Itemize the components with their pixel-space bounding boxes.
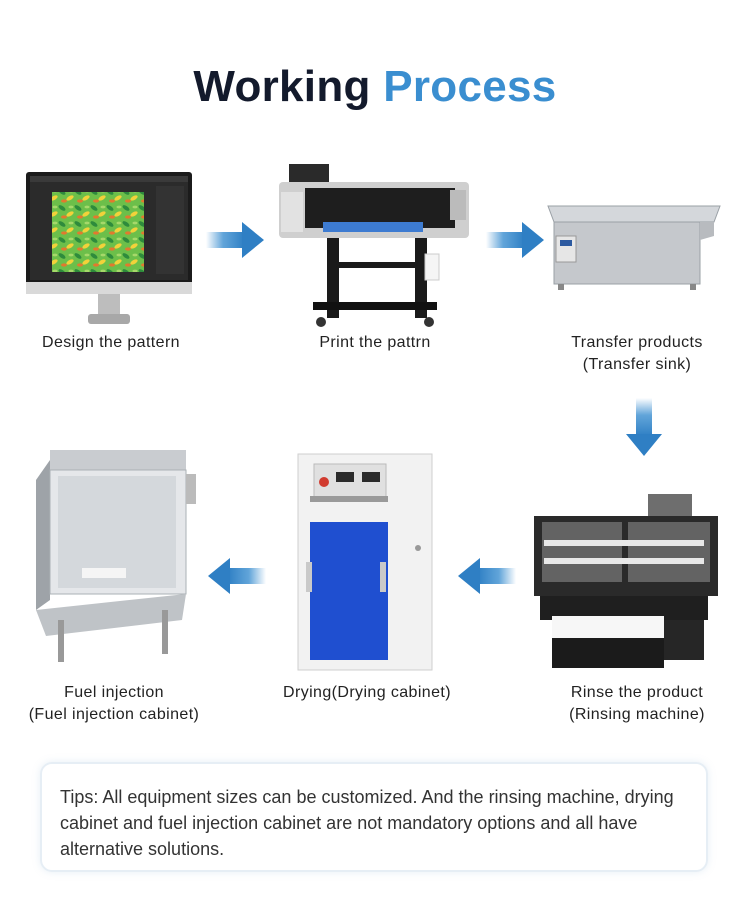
printer-image (279, 164, 469, 327)
title-word-working: Working (193, 62, 371, 111)
arrow-left-icon (458, 558, 516, 594)
step-label-rinse: Rinse the product (Rinsing machine) (569, 684, 705, 723)
page-title: Working Process (0, 62, 750, 112)
step-label-design: Design the pattern (42, 334, 180, 351)
step-print (275, 162, 471, 330)
title-word-process: Process (383, 62, 557, 111)
arrow-left-icon (208, 558, 266, 594)
step-label-transfer: Transfer products (Transfer sink) (571, 334, 703, 373)
arrow-right-icon (206, 222, 264, 258)
arrow-right-icon (486, 222, 544, 258)
step-drying (296, 452, 436, 674)
rinsing-machine-image (534, 494, 718, 668)
step-label-drying: Drying(Drying cabinet) (283, 684, 451, 701)
monitor-image (26, 172, 192, 324)
step-label-fuel-injection: Fuel injection (Fuel injection cabinet) (28, 684, 200, 723)
step-transfer (544, 200, 726, 292)
step-fuel-injection (32, 450, 198, 670)
arrow-down-icon (626, 398, 662, 456)
step-rinse (530, 492, 720, 672)
step-design (26, 172, 194, 328)
tips-box: Tips: All equipment sizes can be customi… (40, 762, 708, 872)
fuel-injection-cabinet-image (36, 450, 196, 662)
tips-text: Tips: All equipment sizes can be customi… (60, 787, 674, 859)
drying-cabinet-image (297, 453, 433, 671)
step-label-print: Print the pattrn (319, 334, 431, 351)
transfer-sink-image (547, 205, 721, 290)
